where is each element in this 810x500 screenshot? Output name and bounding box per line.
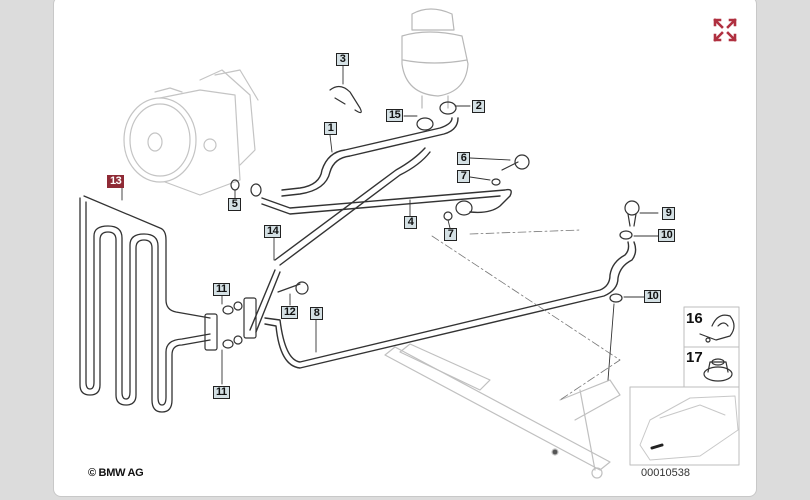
nut-part-17-drawing <box>703 358 733 382</box>
copyright-text: © BMW AG <box>88 467 144 479</box>
callout-7-lower[interactable]: 7 <box>444 228 457 241</box>
inset-label-16[interactable]: 16 <box>686 310 703 327</box>
callout-12[interactable]: 12 <box>281 306 299 319</box>
connector-block-drawing <box>204 281 309 351</box>
callout-2[interactable]: 2 <box>472 100 485 113</box>
callout-10-upper[interactable]: 10 <box>658 229 676 242</box>
callout-4[interactable]: 4 <box>404 216 417 229</box>
callout-5[interactable]: 5 <box>228 198 241 211</box>
callout-13[interactable]: 13 <box>107 175 125 188</box>
expand-arrows-icon <box>713 18 737 42</box>
hose-lines <box>249 117 512 333</box>
callout-14[interactable]: 14 <box>264 225 282 238</box>
callout-6[interactable]: 6 <box>457 152 470 165</box>
steering-pump-drawing <box>123 69 259 196</box>
pipe-line-8 <box>264 241 637 369</box>
car-thumbnail-drawing <box>639 395 739 461</box>
callout-15[interactable]: 15 <box>386 109 404 122</box>
callout-7-upper[interactable]: 7 <box>457 170 470 183</box>
expand-button[interactable] <box>712 17 738 43</box>
leader-lines <box>121 65 659 385</box>
callout-9[interactable]: 9 <box>662 207 675 220</box>
diagram-card <box>53 0 757 497</box>
callout-3[interactable]: 3 <box>336 53 349 66</box>
drawing-number: 00010538 <box>641 467 690 479</box>
inset-label-17[interactable]: 17 <box>686 349 703 366</box>
callout-11-lower[interactable]: 11 <box>213 386 230 399</box>
inset-boxes <box>629 306 740 466</box>
clamp-part-16-drawing <box>699 314 735 343</box>
fluid-reservoir-drawing <box>401 8 469 109</box>
callout-11-upper[interactable]: 11 <box>213 283 230 296</box>
callout-8[interactable]: 8 <box>310 307 323 320</box>
oil-cooler-coil-drawing <box>79 195 211 413</box>
callout-10-lower[interactable]: 10 <box>644 290 662 303</box>
steering-rack-drawing <box>384 343 621 479</box>
guide-lines <box>431 229 621 401</box>
callout-1[interactable]: 1 <box>324 122 337 135</box>
